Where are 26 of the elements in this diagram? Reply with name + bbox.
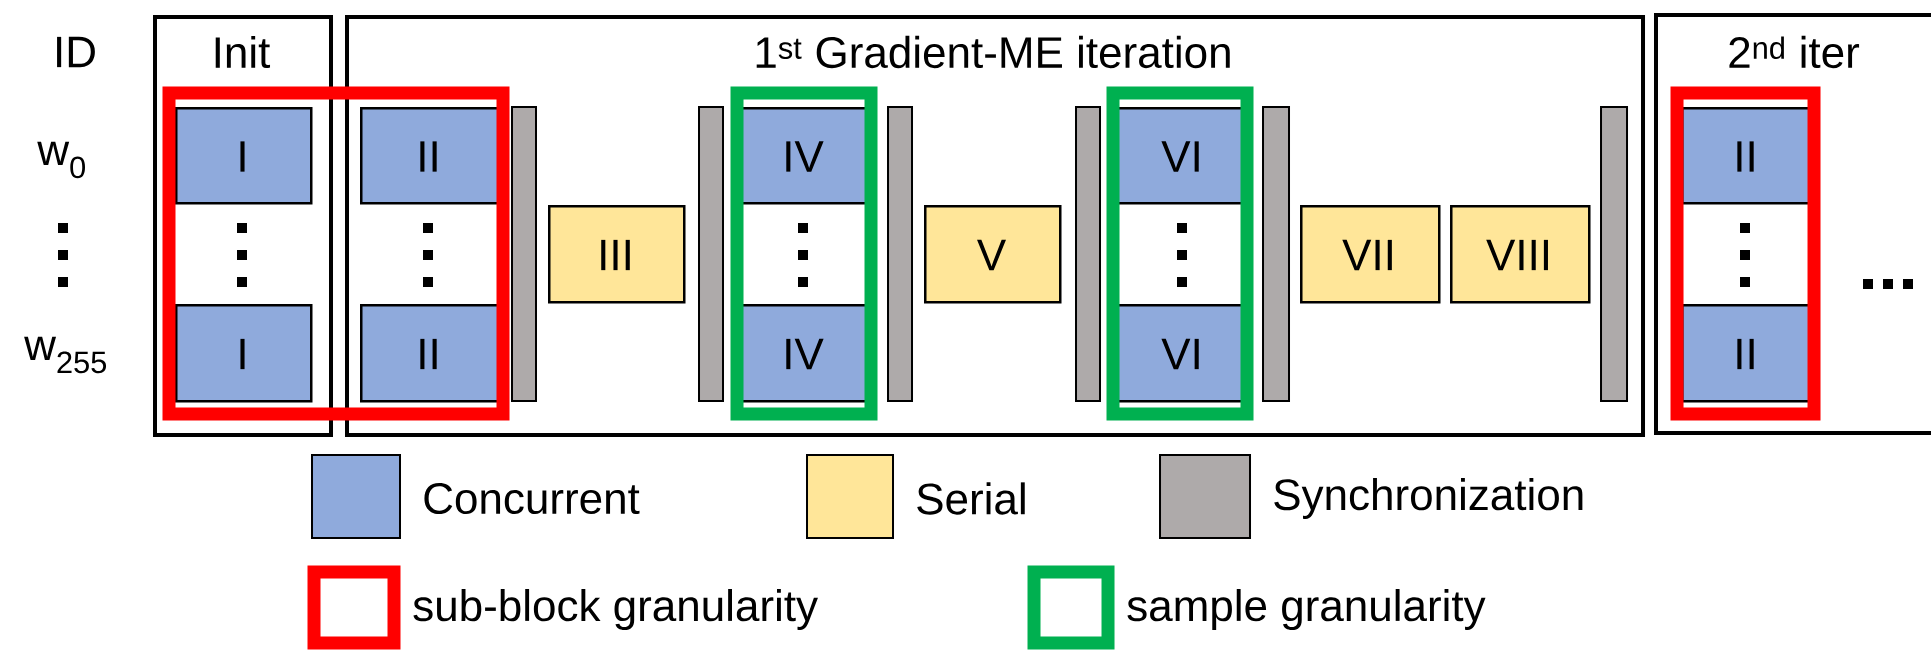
sync-bar — [887, 106, 913, 402]
task-box: II — [1681, 304, 1813, 403]
legend-label: Synchronization — [1274, 478, 1583, 519]
task-box: II — [1681, 107, 1813, 205]
task-box: IV — [735, 107, 874, 205]
sync-bar — [1075, 106, 1101, 402]
legend-label: Serial — [917, 482, 1025, 515]
task-box: I — [175, 107, 313, 205]
sync-bar — [1262, 106, 1290, 402]
sync-bar — [511, 106, 537, 402]
task-box: V — [924, 205, 1062, 304]
sync-bar — [1600, 106, 1628, 402]
task-box: IV — [735, 304, 874, 403]
task-box: II — [360, 304, 500, 403]
row-label: ID — [57, 36, 95, 68]
task-box: I — [175, 304, 313, 403]
legend-label: sub-block granularity — [413, 589, 818, 630]
task-box: II — [360, 107, 500, 205]
task-box: III — [548, 205, 686, 304]
legend-label: Concurrent — [424, 482, 640, 515]
legend-label: sample granularity — [1127, 589, 1486, 630]
row-label: w$_{0}$ — [37, 141, 85, 179]
task-box: VII — [1300, 205, 1441, 304]
row-label: w$_{255}$ — [24, 336, 107, 374]
task-box: VIII — [1450, 205, 1591, 304]
sync-bar — [698, 106, 724, 402]
